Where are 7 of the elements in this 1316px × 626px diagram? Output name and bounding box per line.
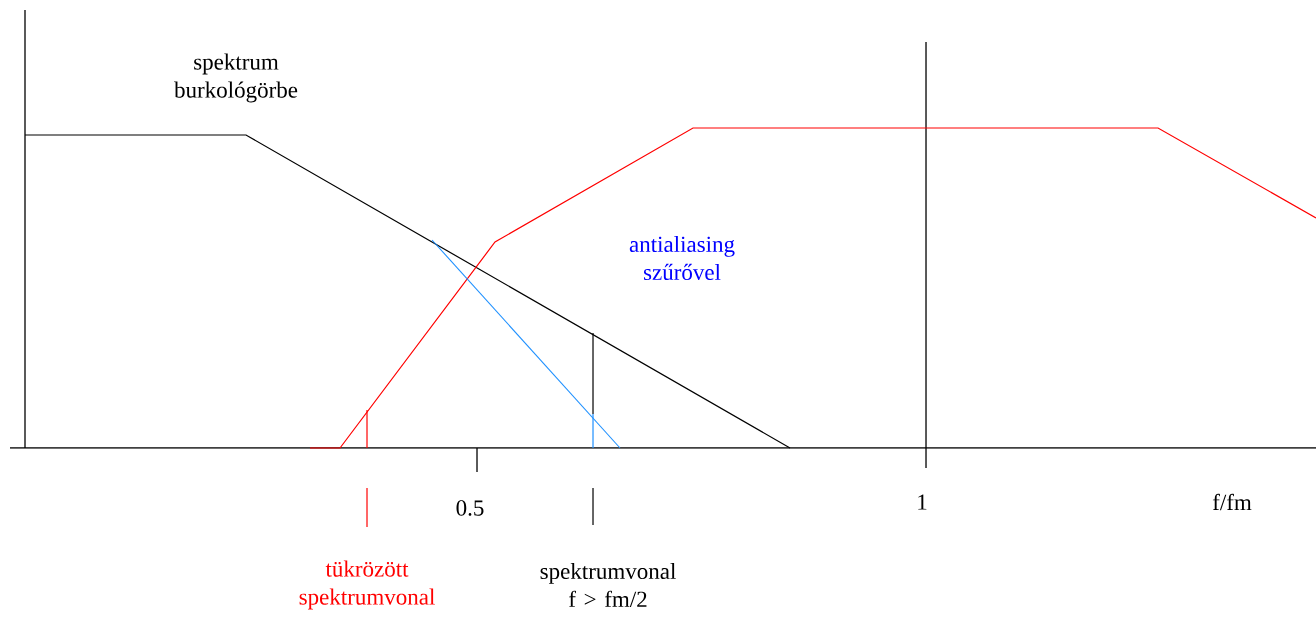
tick-label: 1 <box>918 494 927 510</box>
curve-label: antialiasing szűrővel <box>629 235 735 281</box>
tick-label: 0.5 <box>456 500 484 516</box>
line-label: spektrumvonal f > fm/2 <box>540 562 676 608</box>
axis-label: f/fm <box>1212 493 1252 511</box>
line-label: tükrözött spektrumvonal <box>299 560 435 610</box>
curve-label: spektrum burkológörbe <box>174 53 298 103</box>
